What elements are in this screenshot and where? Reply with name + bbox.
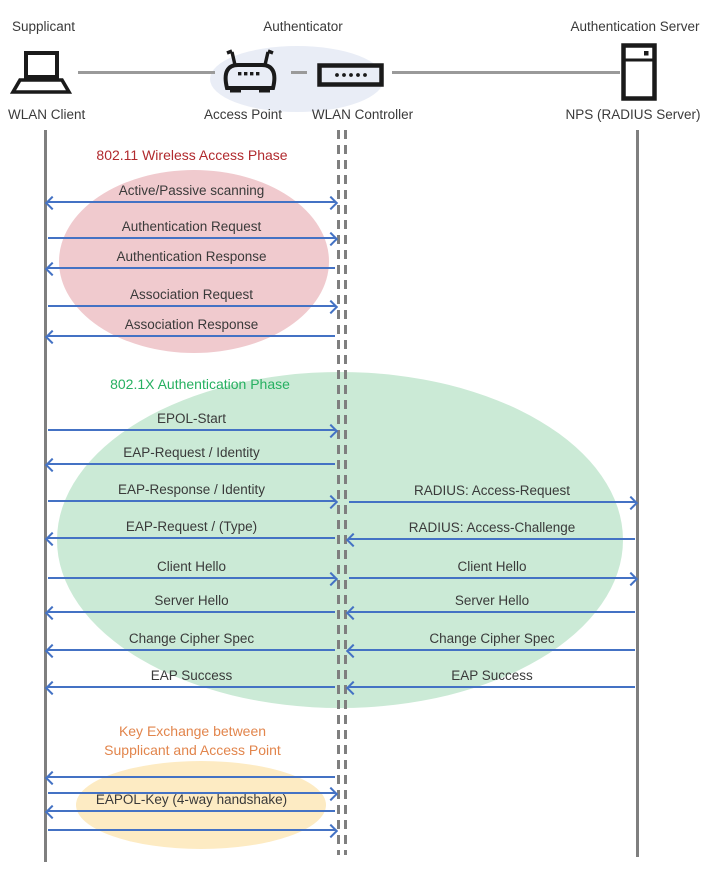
message-arrow bbox=[47, 786, 339, 802]
message-label: Change Cipher Spec bbox=[429, 631, 555, 646]
message-label: EAP-Request / Identity bbox=[123, 445, 260, 460]
arrowhead-left-icon bbox=[44, 770, 60, 786]
message-label: Authentication Request bbox=[121, 219, 262, 234]
message-arrow bbox=[44, 195, 339, 211]
message-arrow bbox=[47, 423, 339, 439]
message-arrow bbox=[44, 804, 336, 820]
laptop-icon bbox=[10, 51, 72, 94]
message-arrow bbox=[47, 299, 339, 315]
phase3-key-exchange-ellipse bbox=[76, 761, 326, 849]
message-arrow bbox=[348, 495, 639, 511]
message-label: Association Response bbox=[124, 317, 259, 332]
arrowhead-right-icon bbox=[323, 823, 339, 839]
message-arrow bbox=[47, 231, 339, 247]
message-label: EAP-Request / (Type) bbox=[125, 519, 258, 534]
message-label: Authentication Response bbox=[116, 249, 267, 264]
phase2-title: 802.1X Authentication Phase bbox=[110, 376, 290, 392]
message-label: Active/Passive scanning bbox=[118, 183, 265, 198]
phase1-title: 802.11 Wireless Access Phase bbox=[96, 147, 288, 163]
message-arrow bbox=[44, 680, 336, 696]
message-label: Association Request bbox=[129, 287, 254, 302]
message-label: EAP Success bbox=[451, 668, 533, 683]
message-arrow bbox=[44, 457, 336, 473]
message-arrow bbox=[345, 532, 636, 548]
message-arrow bbox=[44, 770, 336, 786]
message-arrow bbox=[44, 643, 336, 659]
lifeline-wlan-controller-dashed-right bbox=[344, 130, 347, 855]
phase1-wireless-access-ellipse bbox=[59, 170, 329, 353]
message-arrow bbox=[44, 261, 336, 277]
message-label: RADIUS: Access-Request bbox=[413, 483, 571, 498]
message-label: Client Hello bbox=[156, 559, 227, 574]
message-arrow bbox=[44, 605, 336, 621]
connector-line-client-ap bbox=[78, 71, 215, 74]
phase3-title-line1: Key Exchange between bbox=[118, 723, 267, 739]
message-label: Client Hello bbox=[457, 559, 527, 574]
message-label: EAP-Response / Identity bbox=[117, 482, 266, 497]
message-arrow bbox=[345, 643, 636, 659]
authentication-server-title: Authentication Server bbox=[570, 19, 700, 34]
connector-line-controller-server bbox=[392, 71, 620, 74]
authenticator-highlight-ellipse bbox=[210, 46, 384, 112]
server-icon bbox=[621, 43, 657, 101]
nps-radius-server-label: NPS (RADIUS Server) bbox=[565, 107, 701, 122]
message-label: EPOL-Start bbox=[156, 411, 227, 426]
message-label: Server Hello bbox=[454, 593, 530, 608]
message-label: EAP Success bbox=[150, 668, 233, 683]
message-arrow bbox=[47, 823, 339, 839]
phase3-title-line2: Supplicant and Access Point bbox=[104, 742, 281, 758]
message-label: RADIUS: Access-Challenge bbox=[408, 520, 576, 535]
lifeline-wlan-controller-dashed-left bbox=[337, 130, 340, 855]
message-arrow bbox=[47, 494, 339, 510]
message-label: Change Cipher Spec bbox=[128, 631, 255, 646]
message-label: Server Hello bbox=[154, 593, 229, 608]
wlan-controller-icon bbox=[317, 63, 384, 87]
access-point-label: Access Point bbox=[203, 107, 283, 122]
message-arrow bbox=[44, 531, 336, 547]
lifeline-wlan-client bbox=[44, 130, 47, 862]
message-arrow bbox=[345, 680, 636, 696]
wlan-controller-label: WLAN Controller bbox=[311, 107, 414, 122]
message-label: EAPOL-Key (4-way handshake) bbox=[95, 792, 288, 807]
phase2-authentication-ellipse bbox=[57, 372, 623, 708]
connector-line-ap-controller bbox=[291, 71, 307, 74]
authenticator-title: Authenticator bbox=[263, 19, 343, 34]
lifeline-radius-server bbox=[636, 130, 639, 857]
message-arrow bbox=[348, 571, 639, 587]
message-arrow bbox=[345, 605, 636, 621]
message-arrow bbox=[44, 329, 336, 345]
supplicant-title: Supplicant bbox=[12, 19, 76, 34]
wlan-client-label: WLAN Client bbox=[8, 107, 86, 122]
phase3-title: Key Exchange between Supplicant and Acce… bbox=[45, 722, 340, 760]
access-point-icon bbox=[223, 49, 277, 93]
message-arrow bbox=[47, 571, 339, 587]
